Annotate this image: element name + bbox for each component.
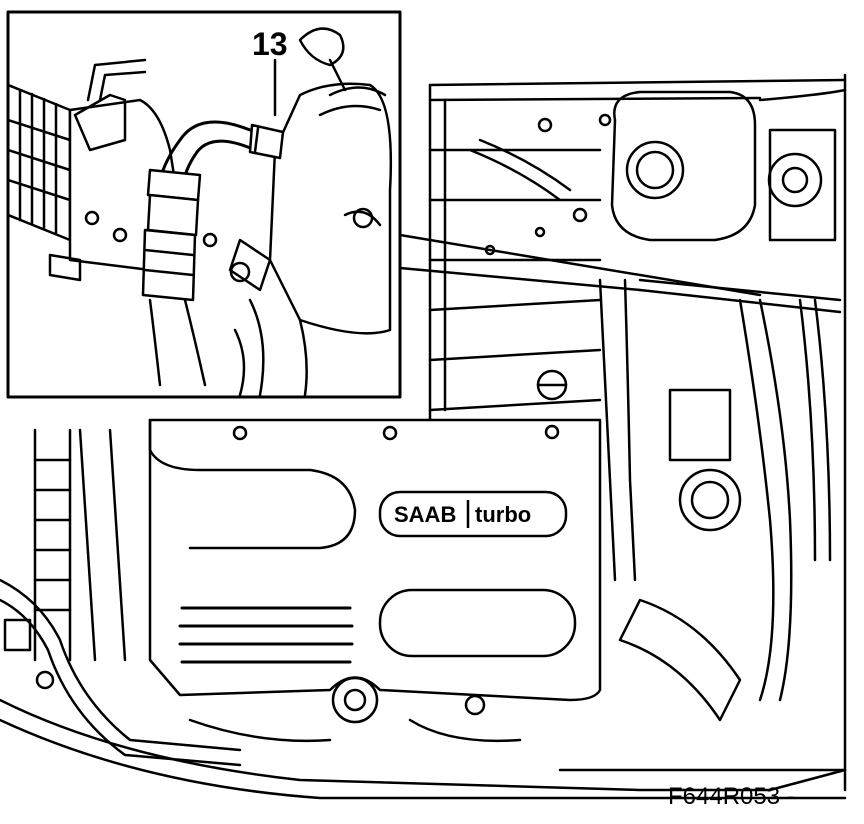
engine-bay-background xyxy=(0,73,847,800)
detail-inset xyxy=(6,10,402,399)
engine-cover xyxy=(148,418,602,702)
saab-turbo-logo: SAAB turbo xyxy=(394,500,531,528)
logo-model: turbo xyxy=(475,502,531,527)
figure-code: F644R053 - xyxy=(668,783,795,810)
logo-brand: SAAB xyxy=(394,502,456,527)
leader-line xyxy=(398,233,762,297)
callout-label-13: 13 xyxy=(252,26,288,62)
